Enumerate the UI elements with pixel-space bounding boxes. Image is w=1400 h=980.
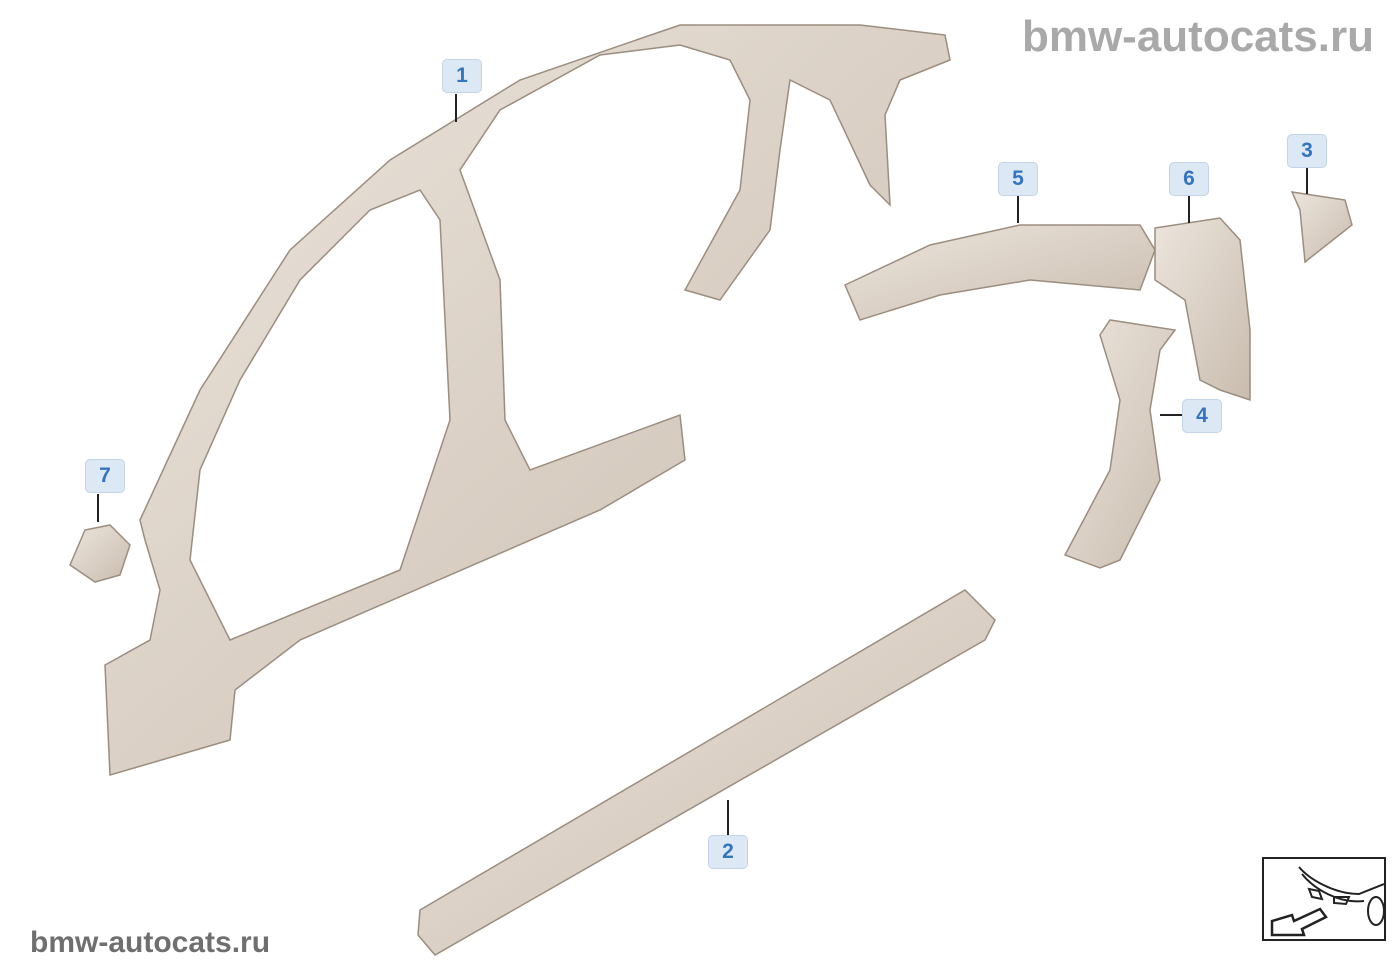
leader-line-2 [727, 800, 729, 835]
part-roof-rail [844, 224, 1156, 321]
front-car-view-arrow-icon [1262, 857, 1386, 941]
part-c-pillar [1154, 217, 1251, 402]
part-small-bracket [69, 524, 131, 583]
part-bracket [1290, 191, 1353, 264]
leader-line-4 [1160, 414, 1182, 416]
callout-3[interactable]: 3 [1287, 134, 1327, 168]
watermark-bottom: bmw-autocats.ru [30, 926, 271, 959]
part-pillar-reinforcement [1063, 319, 1177, 569]
leader-line-7 [97, 494, 99, 522]
callout-6[interactable]: 6 [1169, 162, 1209, 196]
callout-7[interactable]: 7 [85, 459, 125, 493]
leader-line-3 [1306, 168, 1308, 194]
watermark-top: bmw-autocats.ru [1021, 12, 1374, 61]
callout-5[interactable]: 5 [998, 162, 1038, 196]
leader-line-1 [455, 94, 457, 122]
leader-line-6 [1188, 196, 1190, 223]
part-side-frame [104, 24, 951, 776]
leader-line-5 [1017, 196, 1019, 223]
callout-2[interactable]: 2 [708, 835, 748, 869]
part-sill [417, 589, 996, 956]
callout-4[interactable]: 4 [1182, 399, 1222, 433]
callout-1[interactable]: 1 [442, 59, 482, 93]
